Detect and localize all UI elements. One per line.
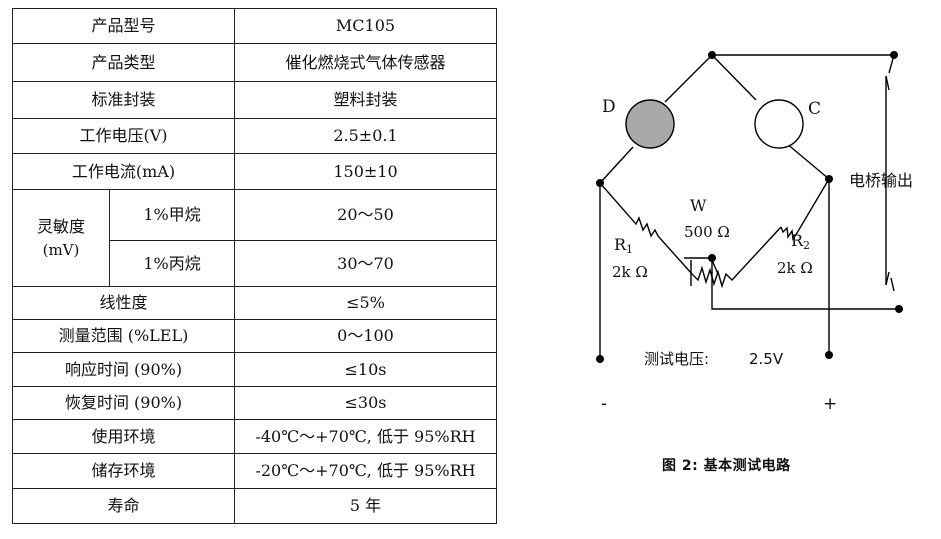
- row-label: 工作电压(V): [11, 118, 236, 154]
- element-c-label: C: [808, 99, 821, 119]
- output-break-bottom: [885, 271, 895, 292]
- r1-value: 2k Ω: [612, 263, 648, 281]
- spec-table: 产品型号 MC105 产品类型 催化燃烧式气体传感器 标准封装 塑料封装 工作电…: [11, 8, 498, 524]
- terminal-output-top: [890, 51, 898, 59]
- row-value: 催化燃烧式气体传感器: [234, 43, 498, 82]
- r2-label-main: R: [791, 231, 804, 250]
- r2-value: 2k Ω: [777, 259, 813, 277]
- plus-sign: +: [823, 394, 837, 414]
- row-label: 响应时间 (90%): [11, 352, 236, 387]
- table-row: 响应时间 (90%) ≤10s: [11, 352, 498, 387]
- table-row: 1%丙烷 30～70: [13, 240, 498, 287]
- table-row: 寿命 5 年: [11, 488, 498, 524]
- row-value: 塑料封装: [234, 81, 498, 119]
- pot-resistor: [691, 226, 782, 289]
- row-label: 寿命: [11, 488, 236, 524]
- row-label: 1%甲烷: [108, 189, 236, 241]
- row-value: 20～50: [234, 189, 498, 241]
- wire-d-to-top: [664, 54, 713, 103]
- table-row: 产品类型 催化燃烧式气体传感器: [11, 43, 498, 82]
- table-row: 使用环境 -40℃～+70℃, 低于 95%RH: [11, 419, 498, 454]
- row-value: -20℃～+70℃, 低于 95%RH: [234, 453, 498, 489]
- terminal-minus: [596, 355, 604, 363]
- row-label: 1%丙烷: [108, 240, 236, 287]
- row-label: 测量范围 (%LEL): [11, 319, 236, 353]
- bridge-output-label: 电桥输出: [849, 171, 913, 190]
- pot-label: W: [690, 196, 707, 215]
- r2-label-sub: 2: [803, 239, 810, 252]
- r1-label: R1: [614, 235, 633, 256]
- row-label: 产品类型: [11, 43, 236, 82]
- terminal-plus: [825, 351, 833, 359]
- r1-label-sub: 1: [626, 243, 633, 256]
- row-value: 0～100: [234, 319, 498, 353]
- row-value: 2.5±0.1: [234, 118, 498, 154]
- figure-caption: 图 2: 基本测试电路: [662, 458, 791, 474]
- test-voltage-value: 2.5V: [749, 350, 784, 368]
- element-d-circle: [625, 99, 675, 149]
- row-label: 使用环境: [11, 419, 236, 454]
- table-row: 工作电流(mA) 150±10: [11, 153, 498, 190]
- table-row: 标准封装 塑料封装: [11, 81, 498, 119]
- wire-left-top: [599, 146, 634, 184]
- row-value: 30～70: [234, 240, 498, 287]
- row-value: ≤5%: [234, 286, 498, 320]
- pot-value: 500 Ω: [684, 223, 730, 241]
- row-label: 线性度: [11, 286, 236, 320]
- r1-resistor: [599, 182, 693, 275]
- table-row: 测量范围 (%LEL) 0～100: [11, 319, 498, 353]
- table-row: 工作电压(V) 2.5±0.1: [11, 118, 498, 154]
- table-row: 储存环境 -20℃～+70℃, 低于 95%RH: [11, 453, 498, 489]
- r2-label: R2: [791, 231, 810, 252]
- r2-resistor: [780, 178, 830, 241]
- row-value: ≤10s: [234, 352, 498, 387]
- sensitivity-label: 灵敏度: [36, 217, 85, 237]
- bridge-circuit-diagram: D C W 500 Ω R1 2k Ω R2 2k Ω 电桥输出 测试电压: 2…: [596, 51, 913, 414]
- terminal-left: [596, 179, 604, 187]
- table-row: 线性度 ≤5%: [11, 286, 498, 320]
- terminal-top: [708, 51, 716, 59]
- element-d-label: D: [602, 97, 616, 117]
- row-value: ≤30s: [234, 386, 498, 420]
- row-label: 产品型号: [11, 8, 236, 44]
- row-value: 150±10: [234, 153, 498, 190]
- output-break-top: [885, 54, 895, 91]
- row-label: 储存环境: [11, 453, 236, 489]
- r1-label-main: R: [614, 235, 627, 254]
- row-label: 标准封装: [11, 81, 236, 119]
- terminal-right: [825, 175, 833, 183]
- wire-top-to-c: [711, 54, 757, 101]
- minus-sign: -: [601, 394, 607, 414]
- row-label: 恢复时间 (90%): [11, 386, 236, 420]
- pot-wiper: [684, 257, 719, 286]
- terminal-output-bottom: [895, 305, 903, 313]
- table-row: 灵敏度 (mV) 1%甲烷 20～50: [12, 189, 498, 287]
- element-c-circle: [754, 99, 804, 149]
- row-value: MC105: [234, 8, 498, 44]
- terminal-wiper: [708, 254, 716, 262]
- table-row: 产品型号 MC105: [11, 8, 498, 44]
- sensitivity-unit: (mV): [42, 240, 80, 259]
- row-value: 5 年: [234, 488, 498, 524]
- row-label: 工作电流(mA): [11, 153, 236, 190]
- test-voltage-label: 测试电压:: [644, 350, 709, 368]
- sensitivity-label-cell: 灵敏度 (mV): [12, 189, 110, 287]
- table-row: 恢复时间 (90%) ≤30s: [11, 386, 498, 420]
- row-value: -40℃～+70℃, 低于 95%RH: [234, 419, 498, 454]
